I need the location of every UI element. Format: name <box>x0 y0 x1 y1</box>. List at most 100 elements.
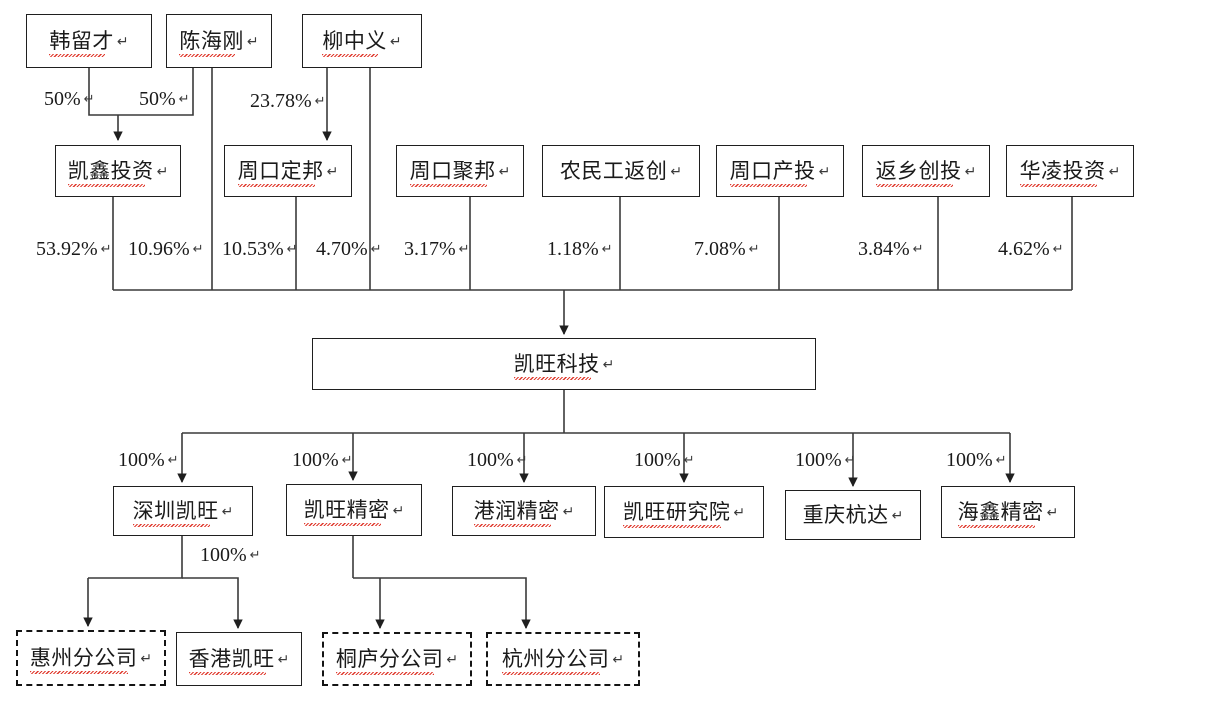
node-zhoukou-chantou[interactable]: 周口产投↵ <box>716 145 844 197</box>
node-hanliucai[interactable]: 韩留才↵ <box>26 14 152 68</box>
node-zhoukou-jubang[interactable]: 周口聚邦↵ <box>396 145 524 197</box>
pilcrow-mark: ↵ <box>221 502 234 519</box>
pilcrow-mark: ↵ <box>670 162 683 179</box>
node-kaixin-touzi[interactable]: 凯鑫投资↵ <box>55 145 181 197</box>
node-label: 深圳凯旺 <box>132 498 219 527</box>
node-chenhaigang[interactable]: 陈海刚↵ <box>166 14 272 68</box>
percent-value: 3.84% <box>858 238 910 260</box>
edge-label-nongmingong-issuer: 1.18%↵ <box>547 238 613 261</box>
edge-label-issuer-shenzhenkaiwang: 100%↵ <box>118 449 179 472</box>
node-kaiwang-jingmi[interactable]: 凯旺精密↵ <box>286 484 422 536</box>
node-label: 香港凯旺 <box>188 646 275 675</box>
pilcrow-mark: ↵ <box>602 355 615 372</box>
node-shenzhen-kaiwang[interactable]: 深圳凯旺↵ <box>113 486 253 536</box>
node-label: 返乡创投 <box>875 158 962 187</box>
percent-value: 3.17% <box>404 238 456 260</box>
edge-label-issuer-kaiwangjingmi: 100%↵ <box>292 449 353 472</box>
node-hualing-touzi[interactable]: 华凌投资↵ <box>1006 145 1134 197</box>
node-label: 杭州分公司 <box>501 646 610 675</box>
pilcrow-mark: ↵ <box>389 32 402 49</box>
pilcrow-mark: ↵ <box>458 241 470 256</box>
pilcrow-mark: ↵ <box>370 241 382 256</box>
edge-hanliucai-chenhaigang-to-kaixin <box>88 68 194 116</box>
edge-label-hualing-issuer: 4.62%↵ <box>998 238 1064 261</box>
pilcrow-mark: ↵ <box>995 452 1007 467</box>
node-nongmingong-fanchuang[interactable]: 农民工返创↵ <box>542 145 700 197</box>
edge-label-liuzhongyi-issuer: 4.70%↵ <box>316 238 382 261</box>
pilcrow-mark: ↵ <box>326 162 339 179</box>
edge-label-kaixin-issuer: 53.92%↵ <box>36 238 112 261</box>
pilcrow-mark: ↵ <box>156 162 169 179</box>
edge-label-jubang-issuer: 3.17%↵ <box>404 238 470 261</box>
percent-value: 50% <box>44 88 81 110</box>
edge-label-chantou-issuer: 7.08%↵ <box>694 238 760 261</box>
percent-value: 100% <box>634 449 681 471</box>
percent-value: 100% <box>200 544 247 566</box>
pilcrow-mark: ↵ <box>562 502 575 519</box>
node-label: 周口产投 <box>729 158 816 187</box>
edge-label-issuer-chongqinghangda: 100%↵ <box>795 449 856 472</box>
edge-label-chenhaigang-issuer: 10.96%↵ <box>128 238 204 261</box>
node-hangzhou-branch[interactable]: 杭州分公司↵ <box>486 632 640 686</box>
percent-value: 100% <box>118 449 165 471</box>
node-label: 海鑫精密 <box>957 499 1044 528</box>
node-label: 农民工返创 <box>559 158 668 183</box>
pilcrow-mark: ↵ <box>748 241 760 256</box>
percent-value: 4.62% <box>998 238 1050 260</box>
pilcrow-mark: ↵ <box>341 452 353 467</box>
percent-value: 1.18% <box>547 238 599 260</box>
pilcrow-mark: ↵ <box>286 241 298 256</box>
percent-value: 7.08% <box>694 238 746 260</box>
edge-label-issuer-yanjiuyuan: 100%↵ <box>634 449 695 472</box>
node-haixin-jingmi[interactable]: 海鑫精密↵ <box>941 486 1075 538</box>
node-hongkong-kaiwang[interactable]: 香港凯旺↵ <box>176 632 302 686</box>
node-label: 陈海刚 <box>179 28 244 57</box>
percent-value: 10.53% <box>222 238 284 260</box>
pilcrow-mark: ↵ <box>1052 241 1064 256</box>
edge-label-fanxiang-issuer: 3.84%↵ <box>858 238 924 261</box>
node-label: 周口定邦 <box>237 158 324 187</box>
percent-value: 53.92% <box>36 238 98 260</box>
edge-label-shenzhen-hongkong: 100%↵ <box>200 544 261 567</box>
pilcrow-mark: ↵ <box>178 91 190 106</box>
pilcrow-mark: ↵ <box>192 241 204 256</box>
node-zhoukou-dingbang[interactable]: 周口定邦↵ <box>224 145 352 197</box>
edge-label-issuer-gangrunjingmi: 100%↵ <box>467 449 528 472</box>
node-label: 凯旺研究院 <box>622 499 731 528</box>
percent-value: 10.96% <box>128 238 190 260</box>
pilcrow-mark: ↵ <box>392 501 405 518</box>
pilcrow-mark: ↵ <box>314 93 326 108</box>
node-kaiwang-yanjiuyuan[interactable]: 凯旺研究院↵ <box>604 486 764 538</box>
pilcrow-mark: ↵ <box>246 32 259 49</box>
node-kaiwang-keji[interactable]: 凯旺科技↵ <box>312 338 816 390</box>
node-chongqing-hangda[interactable]: 重庆杭达↵ <box>785 490 921 540</box>
edge-label-hanliucai-kaixin: 50%↵ <box>44 88 95 111</box>
pilcrow-mark: ↵ <box>818 162 831 179</box>
node-label: 重庆杭达 <box>802 502 889 527</box>
pilcrow-mark: ↵ <box>844 452 856 467</box>
pilcrow-mark: ↵ <box>1108 162 1121 179</box>
edge-label-liuzhongyi-dingbang: 23.78%↵ <box>250 90 326 113</box>
percent-value: 23.78% <box>250 90 312 112</box>
node-tonglu-branch[interactable]: 桐庐分公司↵ <box>322 632 472 686</box>
pilcrow-mark: ↵ <box>446 650 459 667</box>
node-label: 华凌投资 <box>1019 158 1106 187</box>
pilcrow-mark: ↵ <box>498 162 511 179</box>
pilcrow-mark: ↵ <box>964 162 977 179</box>
pilcrow-mark: ↵ <box>140 649 153 666</box>
node-liuzhongyi[interactable]: 柳中义↵ <box>302 14 422 68</box>
pilcrow-mark: ↵ <box>83 91 95 106</box>
pilcrow-mark: ↵ <box>733 503 746 520</box>
node-gangrun-jingmi[interactable]: 港润精密↵ <box>452 486 596 536</box>
node-fanxiang-chuangtou[interactable]: 返乡创投↵ <box>862 145 990 197</box>
percent-value: 100% <box>946 449 993 471</box>
node-label: 惠州分公司 <box>29 645 138 674</box>
edge-label-issuer-haixinjingmi: 100%↵ <box>946 449 1007 472</box>
pilcrow-mark: ↵ <box>167 452 179 467</box>
node-label: 港润精密 <box>473 498 560 527</box>
edge-to-hangzhoufen <box>353 577 531 629</box>
node-huizhou-branch[interactable]: 惠州分公司↵ <box>16 630 166 686</box>
pilcrow-mark: ↵ <box>891 506 904 523</box>
pilcrow-mark: ↵ <box>277 650 290 667</box>
